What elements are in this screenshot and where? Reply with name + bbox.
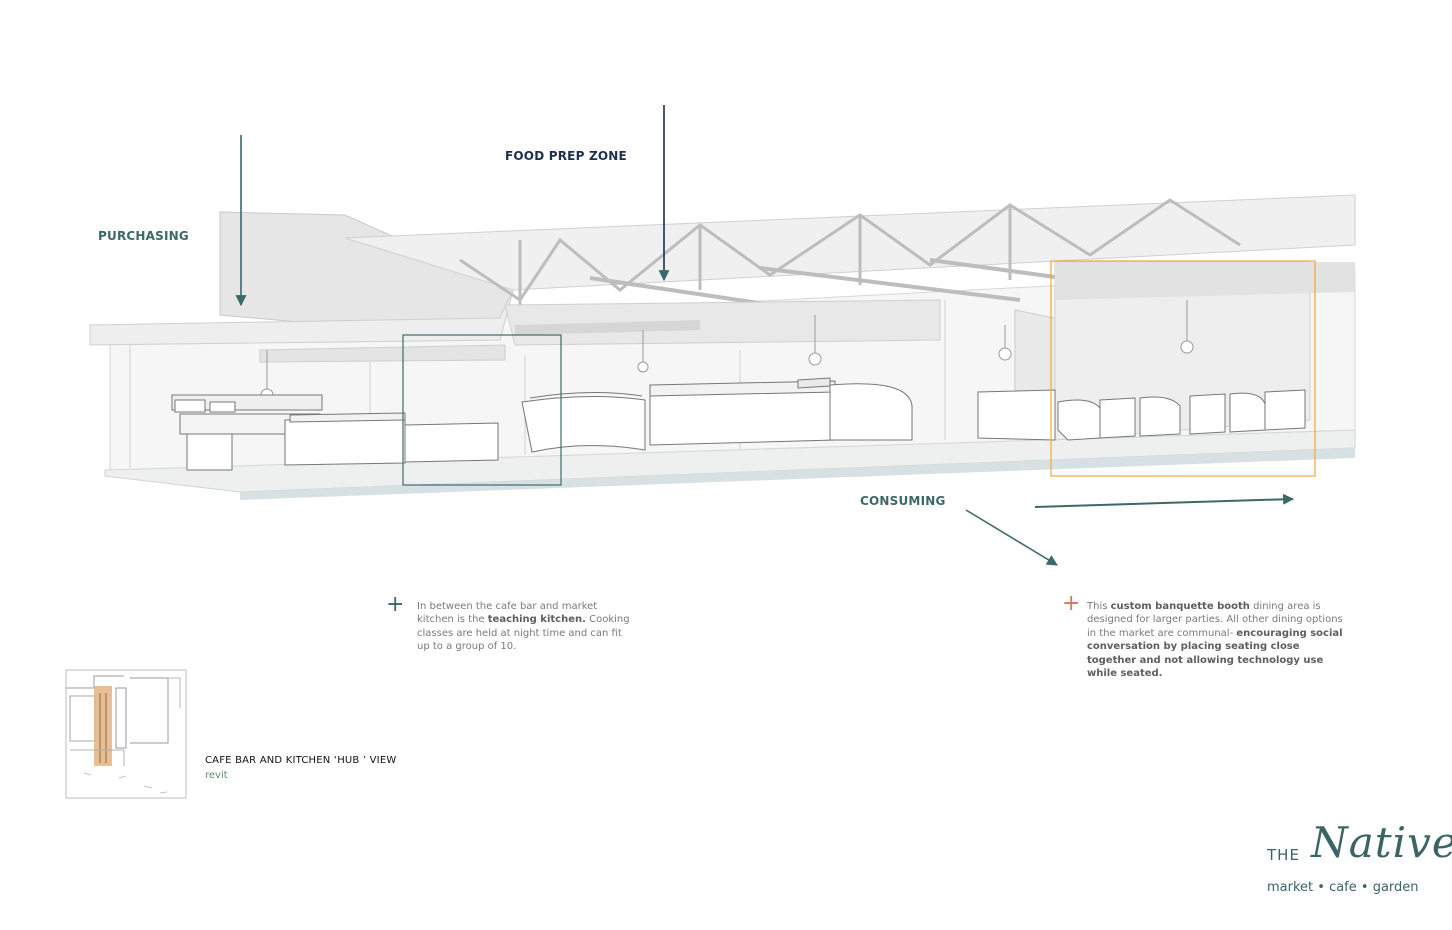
food-prep-zone-label: FOOD PREP ZONE	[505, 149, 627, 163]
consuming-arrow-horizontal-icon	[1034, 493, 1295, 508]
banquette-highlight-box	[1050, 260, 1316, 477]
teaching-kitchen-note: In between the cafe bar and market kitch…	[417, 601, 630, 653]
plus-icon: +	[386, 592, 405, 617]
purchasing-label: PURCHASING	[98, 229, 189, 243]
banquette-note: This custom banquette booth dining area …	[1087, 601, 1343, 680]
consuming-arrow-diagonal-icon	[965, 509, 1058, 566]
prep-zone-soffit	[504, 299, 941, 346]
view-caption-title: CAFE BAR AND KITCHEN ‘HUB ’ VIEW	[205, 755, 397, 766]
teaching-kitchen-highlight-box	[402, 334, 562, 486]
purchasing-roof-block	[89, 211, 514, 363]
logo-tagline: market • cafe • garden	[1267, 880, 1419, 895]
plus-icon: +	[1062, 591, 1081, 616]
banquette-booths	[977, 389, 1306, 441]
logo-prefix: THE	[1267, 846, 1300, 864]
logo-wordmark: Native	[1311, 818, 1452, 867]
key-floor-plan	[64, 668, 188, 802]
roof-trusses	[344, 194, 1356, 320]
teaching-kitchen-counter	[404, 391, 646, 463]
cafe-bar	[171, 394, 406, 471]
consuming-label: CONSUMING	[860, 494, 946, 508]
market-kitchen-counters	[649, 377, 913, 446]
view-caption-subtitle: revit	[205, 770, 228, 781]
